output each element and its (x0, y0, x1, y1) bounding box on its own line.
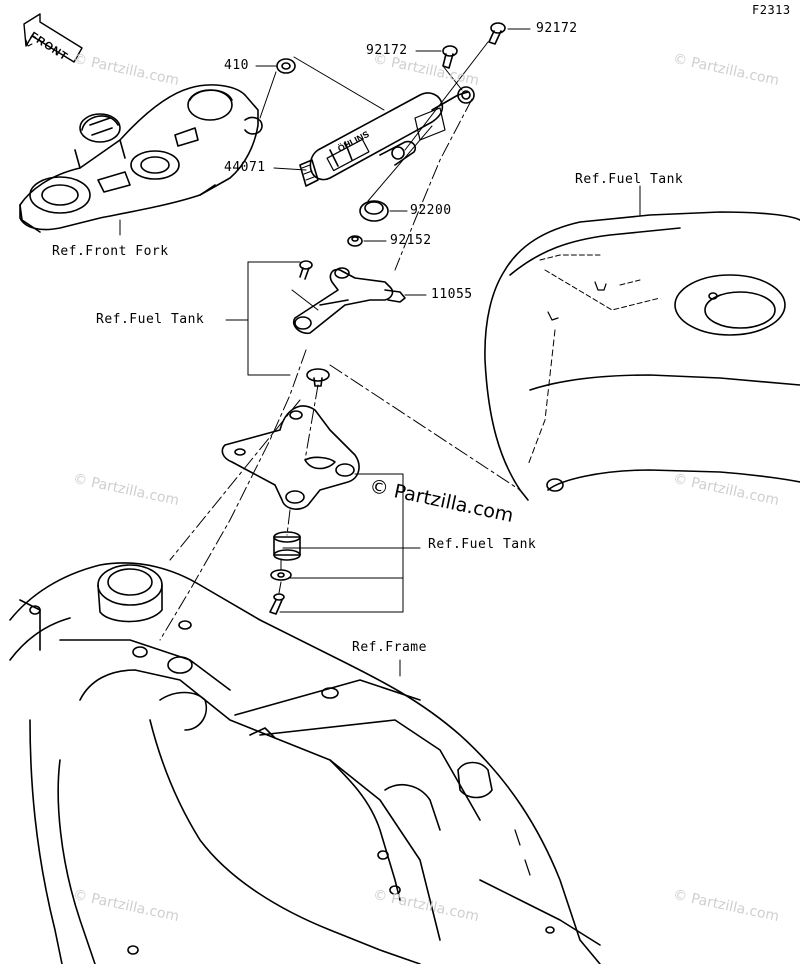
ref-fuel-tank-mid: Ref.Fuel Tank (428, 537, 537, 552)
front-arrow-icon (23, 13, 83, 63)
ref-fuel-tank-top: Ref.Fuel Tank (575, 172, 684, 187)
part-label-92172-lower: 92172 (366, 43, 408, 58)
bolt-lower (269, 593, 285, 615)
alignment-lines (159, 98, 521, 641)
part-label-92172-upper: 92172 (536, 21, 578, 36)
ref-fuel-tank-left: Ref.Fuel Tank (96, 312, 205, 327)
ref-front-fork: Ref.Front Fork (52, 244, 169, 259)
part-label-11055: 11055 (431, 287, 473, 302)
upper-triple-clamp (19, 84, 263, 233)
frame (9, 562, 601, 964)
bolt-92172-lower (442, 45, 458, 69)
ref-frame: Ref.Frame (352, 640, 427, 655)
steering-damper (299, 86, 475, 187)
leader-lines (119, 28, 641, 677)
fuel-tank-mount-plate (221, 405, 360, 510)
part-label-92152: 92152 (390, 233, 432, 248)
spacer-92200 (359, 200, 389, 222)
fuel-tank (484, 211, 800, 501)
washer-lower (270, 569, 292, 581)
grommet (273, 531, 301, 561)
bracket-11055 (292, 267, 406, 335)
bolt-92172-upper (488, 22, 506, 45)
washer-410 (276, 58, 296, 74)
part-label-410: 410 (224, 58, 249, 73)
part-label-92200: 92200 (410, 203, 452, 218)
flange-bolt (306, 368, 330, 387)
collar-92152 (347, 235, 363, 247)
part-label-44071: 44071 (224, 160, 266, 175)
figure-code: F2313 (752, 3, 791, 17)
bracket-bolt (299, 260, 313, 280)
